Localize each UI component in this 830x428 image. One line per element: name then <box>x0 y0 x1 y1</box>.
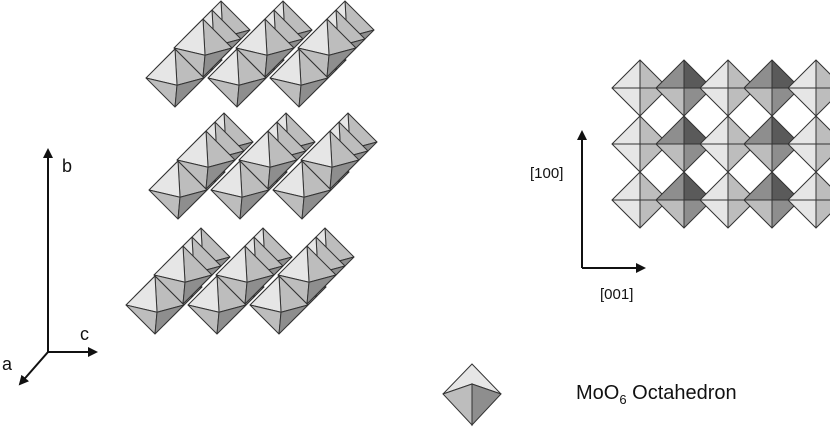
octahedron <box>145 48 205 108</box>
axis-a-label: a <box>2 354 13 374</box>
octahedron <box>207 48 267 108</box>
legend-label: MoO6 Octahedron <box>576 382 737 407</box>
octahedra-layer <box>148 112 378 220</box>
grid-octahedron <box>743 59 801 117</box>
legend: MoO6 Octahedron <box>442 363 737 427</box>
octahedron <box>272 160 332 220</box>
axis-b-label: b <box>62 156 72 176</box>
grid-octahedron <box>655 171 713 229</box>
layered-octahedra-structure <box>125 0 378 335</box>
octahedron <box>148 160 208 220</box>
octahedra-grid-projection <box>611 58 830 240</box>
octahedron <box>125 275 185 335</box>
octahedron <box>210 160 270 220</box>
grid-octahedron <box>743 115 801 173</box>
axis-001-label: [001] <box>600 286 633 303</box>
axis-a-arrow <box>18 351 49 386</box>
grid-octahedron <box>787 171 830 229</box>
grid-octahedron <box>611 171 669 229</box>
grid-octahedron <box>699 59 757 117</box>
octahedra-layer <box>145 0 375 108</box>
grid-octahedron <box>699 115 757 173</box>
grid-octahedron <box>611 59 669 117</box>
grid-octahedron <box>699 171 757 229</box>
legend-octahedron-icon <box>442 363 502 427</box>
octahedron <box>235 18 295 78</box>
grid-octahedron <box>611 115 669 173</box>
octahedra-layer <box>125 227 355 335</box>
grid-octahedron <box>655 59 713 117</box>
octahedron <box>269 48 329 108</box>
crystal-axes-abc: b c a <box>2 148 98 386</box>
grid-octahedron <box>743 171 801 229</box>
octahedron <box>249 275 309 335</box>
octahedron <box>187 275 247 335</box>
crystal-axes-100-001: [100] [001] <box>530 130 646 303</box>
axis-c-label: c <box>80 324 89 344</box>
grid-octahedron <box>787 115 830 173</box>
grid-octahedron <box>655 115 713 173</box>
axis-100-label: [100] <box>530 165 563 182</box>
grid-octahedron <box>787 59 830 117</box>
